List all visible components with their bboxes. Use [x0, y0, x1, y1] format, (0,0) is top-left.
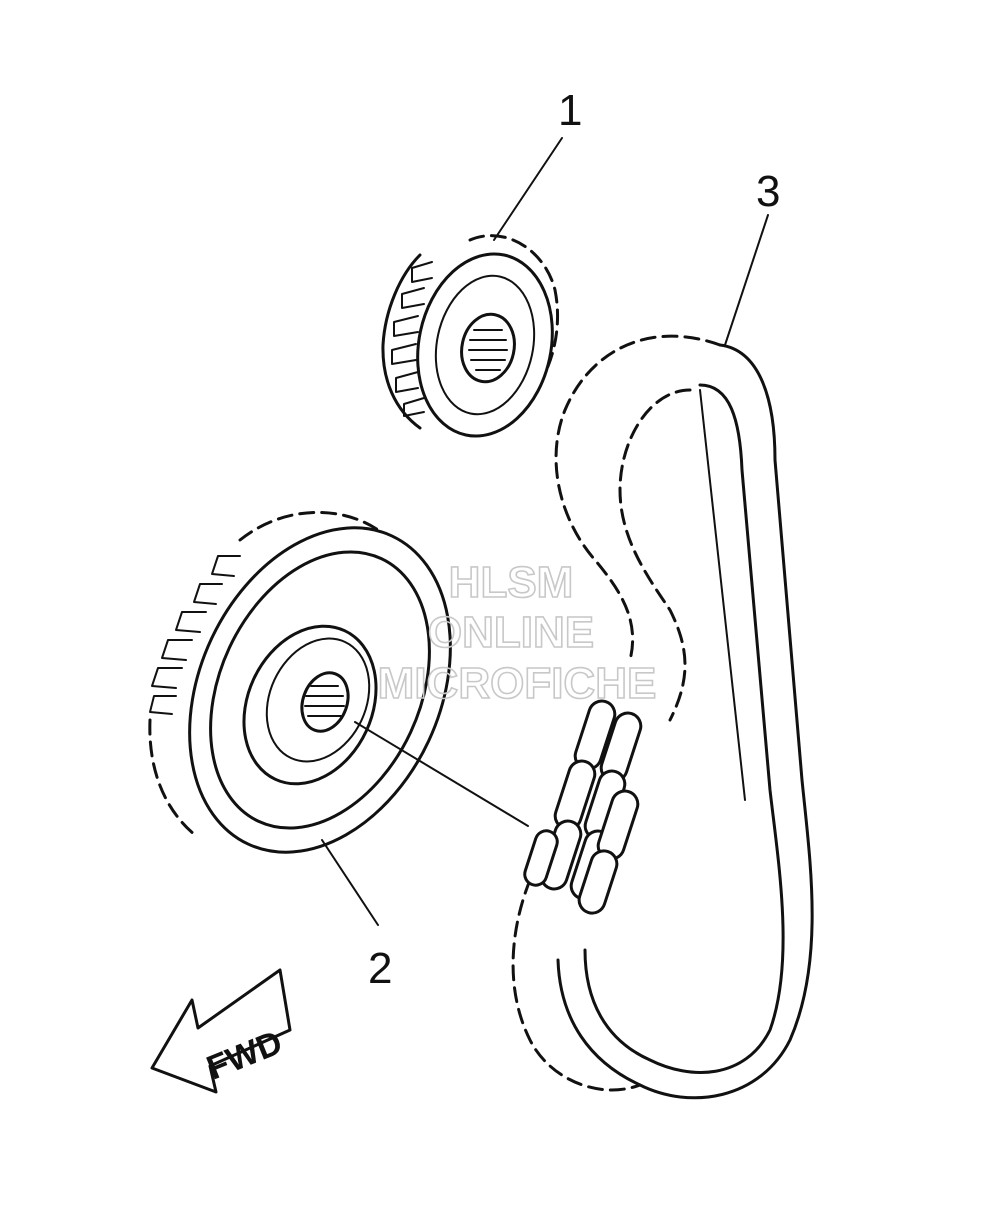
watermark: HLSM ONLINE MICROFICHE — [377, 557, 657, 709]
chain-links — [523, 699, 643, 915]
small-sprocket — [381, 234, 560, 438]
leader-line-1 — [493, 137, 563, 241]
drive-chain — [511, 334, 814, 1100]
callout-3: 3 — [756, 167, 780, 216]
leader-line-3 — [724, 214, 769, 346]
fwd-direction-arrow: FWD — [150, 968, 292, 1094]
watermark-line-2: ONLINE — [428, 608, 594, 657]
callout-1: 1 — [558, 86, 582, 135]
large-sprocket — [148, 511, 452, 854]
callout-2: 2 — [368, 944, 392, 993]
watermark-line-1: HLSM — [449, 558, 574, 607]
leader-line-2 — [321, 839, 379, 926]
watermark-line-3: MICROFICHE — [378, 659, 657, 708]
hub-to-chain-line — [354, 721, 529, 827]
